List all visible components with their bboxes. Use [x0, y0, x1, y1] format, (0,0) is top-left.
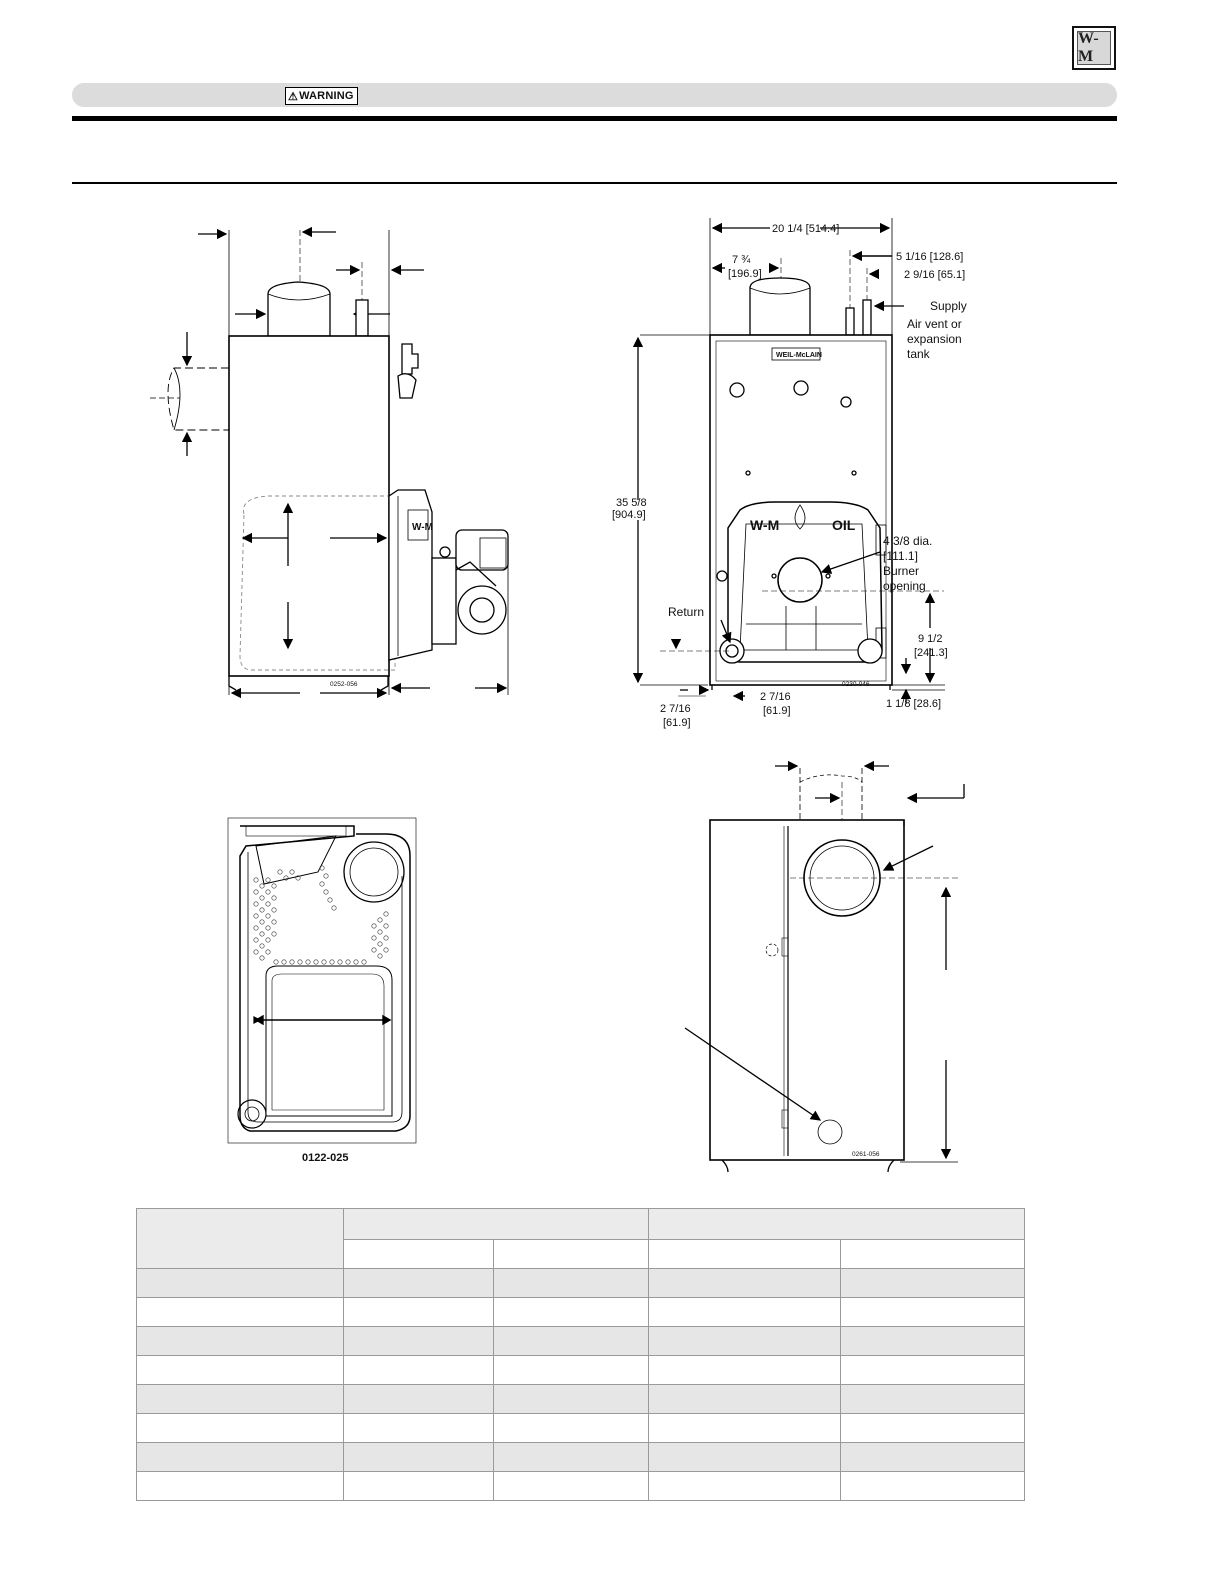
logo-text: W-M — [1077, 30, 1111, 65]
dim-burner-b: [111.1] — [883, 549, 918, 563]
table-row — [136, 1471, 1025, 1501]
warning-badge: ⚠ WARNING — [285, 87, 358, 105]
table-row — [136, 1326, 1025, 1356]
label-supply: Supply — [930, 299, 967, 313]
figure-code-0230-046: 0230-046 — [842, 681, 870, 688]
header-rule-thick — [72, 116, 1117, 121]
table-subheader-cell — [343, 1239, 494, 1269]
dim-width: 20 1/4 [514.4] — [772, 223, 839, 235]
table-row — [136, 1297, 1025, 1327]
table-row — [136, 1384, 1025, 1414]
label-air-vent-1: Air vent or — [907, 317, 962, 331]
dim-flue-offset-a: 7 ¾ — [732, 254, 751, 266]
door-oil-text: OIL — [832, 517, 856, 533]
dim-supply-a: 5 1/16 [128.6] — [896, 251, 963, 263]
table-subheader-cell — [493, 1239, 649, 1269]
table-header-row — [136, 1208, 1025, 1269]
label-burner-2: opening — [883, 579, 926, 593]
dim-return-left-a: 2 7/16 — [660, 703, 691, 715]
dim-height-a: 35 5/8 — [616, 497, 647, 509]
table-row — [136, 1413, 1025, 1443]
label-air-vent-2: expansion — [907, 332, 962, 346]
figure-code-0252-056: 0252-056 — [330, 681, 358, 688]
table-subheader-cell — [840, 1239, 1025, 1269]
boiler-section-figure: 0122-025 — [227, 817, 417, 1164]
figure-code-0122-025: 0122-025 — [302, 1152, 349, 1164]
table-row — [136, 1442, 1025, 1472]
boiler-nameplate: WEIL-McLAIN — [776, 352, 822, 359]
dimensions-table — [136, 1208, 1025, 1501]
dim-burner-height-b: [241.3] — [914, 647, 948, 659]
boiler-rear-view-figure: 0261-056 — [684, 760, 965, 1173]
figure-code-0261-056: 0261-056 — [852, 1151, 880, 1158]
table-row — [136, 1355, 1025, 1385]
boiler-front-view-figure: WEIL-McLAIN — [612, 218, 967, 729]
header-rule-thin — [72, 182, 1117, 184]
weil-mclain-logo: W-M — [1072, 26, 1116, 70]
warning-label: WARNING — [299, 90, 354, 102]
dim-return-right-b: [61.9] — [763, 705, 791, 717]
dim-burner-a: 4 3/8 dia. — [883, 534, 932, 548]
table-header-cell — [343, 1208, 649, 1240]
dim-return-right-a: 2 7/16 — [760, 691, 791, 703]
dim-height-b: [904.9] — [612, 509, 646, 521]
label-burner-1: Burner — [883, 564, 919, 578]
warning-triangle-icon: ⚠ — [288, 90, 299, 103]
dim-burner-height-a: 9 1/2 — [918, 633, 942, 645]
dim-flue-offset-b: [196.9] — [728, 268, 762, 280]
table-subheader-row — [137, 1239, 1025, 1269]
dim-return-left-b: [61.9] — [663, 717, 691, 729]
label-return: Return — [668, 605, 704, 619]
warning-banner — [72, 83, 1117, 107]
dim-supply-b: 2 9/16 [65.1] — [904, 269, 965, 281]
table-row — [136, 1268, 1025, 1298]
boiler-side-view-figure: W-M 0252-056 — [150, 226, 509, 699]
svg-text:W-M: W-M — [412, 522, 433, 533]
table-header-cell — [648, 1208, 1025, 1240]
table-subheader-cell — [648, 1239, 841, 1269]
table-header-cell — [136, 1208, 344, 1269]
dim-base: 1 1/8 [28.6] — [886, 698, 941, 710]
door-logo-text: W-M — [750, 517, 779, 533]
label-air-vent-3: tank — [907, 347, 931, 361]
